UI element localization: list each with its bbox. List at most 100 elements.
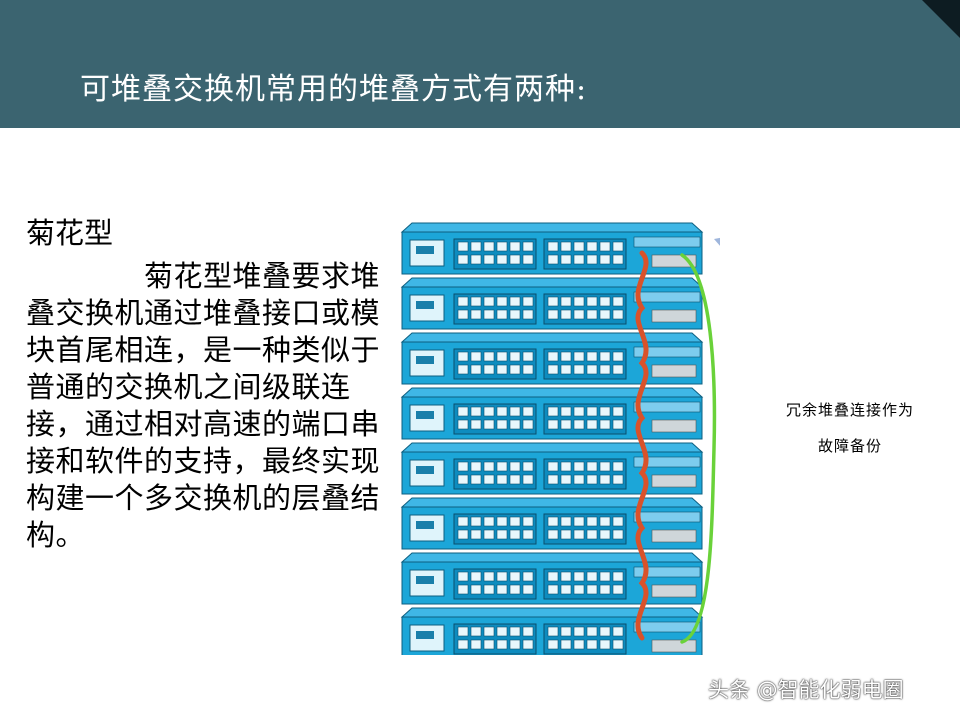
switch-port — [547, 296, 559, 307]
switch-port — [547, 241, 559, 252]
switch-port — [573, 626, 585, 637]
switch-port — [483, 241, 495, 252]
switch-port — [457, 309, 469, 320]
switch-port — [509, 406, 521, 417]
switch-port — [612, 461, 624, 472]
switch-port — [522, 571, 534, 582]
switch-port — [483, 516, 495, 527]
switch-port — [586, 351, 598, 362]
switch-port — [522, 474, 534, 485]
switch-port — [496, 626, 508, 637]
switch-port — [599, 309, 611, 320]
switch-port — [457, 529, 469, 540]
switch-label-strip — [633, 401, 701, 413]
switch-port — [496, 296, 508, 307]
switch-port — [457, 296, 469, 307]
switch-port — [457, 351, 469, 362]
switch-port — [483, 639, 495, 650]
switch-port — [457, 516, 469, 527]
switch-port — [457, 461, 469, 472]
switch-port — [573, 529, 585, 540]
switch-port — [573, 254, 585, 265]
switch-port — [599, 584, 611, 595]
switch-top — [400, 442, 704, 453]
switch-port — [470, 419, 482, 430]
switch-port — [509, 296, 521, 307]
switch-port — [547, 571, 559, 582]
switch-unit — [400, 277, 704, 330]
switch-stack-module — [651, 529, 697, 543]
switch-label-strip — [633, 566, 701, 578]
switch-unit — [400, 552, 704, 605]
switch-port — [599, 571, 611, 582]
switch-port — [586, 309, 598, 320]
switch-port — [522, 254, 534, 265]
switch-port — [612, 571, 624, 582]
switch-port — [586, 516, 598, 527]
switch-port — [470, 571, 482, 582]
switch-port — [509, 241, 521, 252]
switch-port — [522, 351, 534, 362]
switch-logo-mark — [416, 521, 434, 529]
switch-port — [483, 461, 495, 472]
switch-port — [483, 419, 495, 430]
switch-port — [522, 529, 534, 540]
switch-port — [547, 626, 559, 637]
switch-port — [599, 639, 611, 650]
switch-top — [400, 222, 704, 233]
switch-port — [496, 639, 508, 650]
switch-port — [470, 639, 482, 650]
switch-port — [483, 254, 495, 265]
switch-top — [400, 332, 704, 343]
switch-port — [599, 351, 611, 362]
switch-stack — [400, 222, 704, 655]
switch-port — [509, 626, 521, 637]
switch-port — [547, 461, 559, 472]
switch-port — [509, 461, 521, 472]
switch-port — [483, 364, 495, 375]
switch-port — [509, 516, 521, 527]
switch-port — [496, 461, 508, 472]
switch-port — [509, 474, 521, 485]
switch-port — [509, 309, 521, 320]
switch-stack-module — [651, 584, 697, 598]
switch-port — [496, 351, 508, 362]
switch-port — [483, 584, 495, 595]
switch-port — [599, 406, 611, 417]
switch-port — [612, 584, 624, 595]
switch-port — [573, 364, 585, 375]
switch-port — [496, 474, 508, 485]
switch-unit — [400, 387, 704, 440]
switch-port — [522, 419, 534, 430]
switch-port — [612, 309, 624, 320]
switch-port — [599, 241, 611, 252]
switch-port — [457, 571, 469, 582]
switch-port — [547, 364, 559, 375]
daisy-chain-stack-illustration — [400, 222, 720, 655]
switch-port — [483, 626, 495, 637]
switch-unit — [400, 332, 704, 385]
switch-port — [457, 626, 469, 637]
switch-top — [400, 607, 704, 618]
switch-port — [560, 406, 572, 417]
switch-port — [560, 296, 572, 307]
switch-port — [496, 364, 508, 375]
switch-port — [522, 406, 534, 417]
switch-top — [400, 387, 704, 398]
switch-logo-icon — [409, 404, 445, 432]
switch-logo-mark — [416, 356, 434, 364]
switch-port — [522, 364, 534, 375]
switch-port — [522, 309, 534, 320]
switch-port — [496, 571, 508, 582]
switch-port — [483, 571, 495, 582]
switch-port — [483, 309, 495, 320]
switch-port — [560, 584, 572, 595]
switch-port — [586, 254, 598, 265]
switch-label-strip — [633, 236, 701, 248]
switch-port — [586, 364, 598, 375]
switch-port — [560, 571, 572, 582]
switch-port — [457, 364, 469, 375]
switch-label-strip — [633, 621, 701, 633]
switch-port — [470, 461, 482, 472]
switch-port — [560, 241, 572, 252]
